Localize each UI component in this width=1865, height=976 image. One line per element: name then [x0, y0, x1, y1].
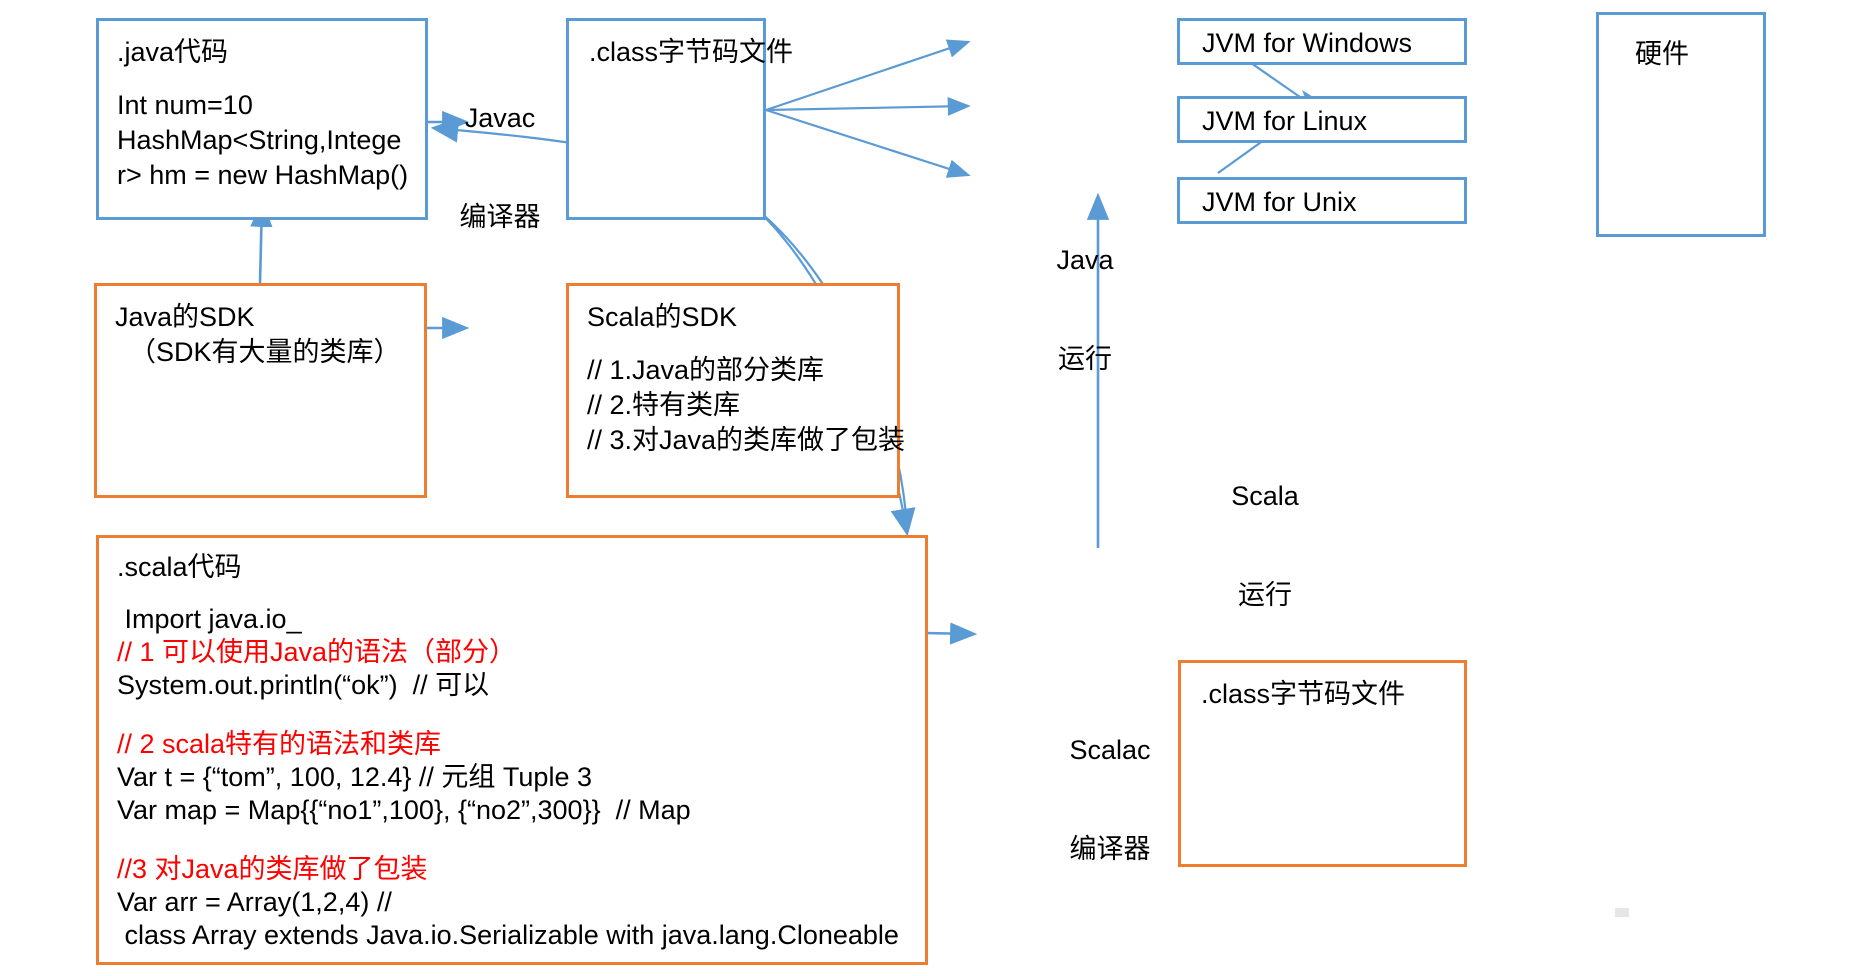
- node-java-sdk[interactable]: Java的SDK （SDK有大量的类库）: [94, 283, 427, 498]
- edge-label-scalac-line-1: 编译器: [1069, 834, 1151, 864]
- jvm-windows-label: JVM for Windows: [1202, 28, 1413, 58]
- edge-label-scala-runtime-line-0: Scala: [1231, 481, 1299, 511]
- edge-label-java-runtime-line-0: Java: [1056, 245, 1114, 275]
- jvm-unix-label: JVM for Unix: [1202, 187, 1357, 217]
- node-scala-sdk[interactable]: Scala的SDK // 1.Java的部分类库 // 2.特有类库 // 3.…: [566, 283, 906, 498]
- scala-code-line-0: Import java.io_: [117, 604, 302, 634]
- edge-label-javac-line-1: 编译器: [459, 202, 541, 232]
- scala-sdk-line-1: // 2.特有类库: [587, 390, 741, 420]
- node-scala-code[interactable]: .scala代码 Import java.io_ // 1 可以使用Java的语…: [96, 535, 928, 965]
- java-code-title: .java代码: [117, 37, 229, 67]
- class-file-top-title: .class字节码文件: [589, 37, 794, 67]
- edge-class-to-jvm-unix: [765, 108, 971, 178]
- node-class-file-bottom[interactable]: .class字节码文件: [1178, 660, 1467, 867]
- node-jvm-linux[interactable]: JVM for Linux: [1177, 96, 1467, 143]
- edge-label-javac-line-0: Javac: [464, 103, 536, 133]
- java-sdk-title: Java的SDK: [115, 302, 255, 332]
- node-java-code[interactable]: .java代码 Int num=10 HashMap<String,Intege…: [96, 18, 428, 220]
- scala-code-line-3: // 2 scala特有的语法和类库: [117, 729, 442, 759]
- edge-label-java-runtime: Java 运行: [1030, 178, 1140, 442]
- edge-class-to-jvm-windows: [765, 39, 971, 112]
- spacer: [117, 585, 907, 603]
- edge-label-scalac-line-0: Scalac: [1069, 735, 1151, 765]
- java-code-line-0: Int num=10: [117, 90, 253, 120]
- jvm-linux-label: JVM for Linux: [1202, 106, 1368, 136]
- node-class-file-top[interactable]: .class字节码文件: [566, 18, 794, 220]
- scala-code-title: .scala代码: [117, 552, 242, 582]
- edge-class-to-jvm-linux: [765, 96, 971, 116]
- scala-code-line-8: class Array extends Java.io.Serializable…: [117, 920, 899, 950]
- scala-code-line-7: Var arr = Array(1,2,4) //: [117, 887, 392, 917]
- scala-code-line-2: System.out.println(“ok”) // 可以: [117, 670, 490, 700]
- node-jvm-unix[interactable]: JVM for Unix: [1177, 177, 1467, 224]
- java-code-line-2: r> hm = new HashMap(): [117, 160, 409, 190]
- scala-code-line-1: // 1 可以使用Java的语法（部分）: [117, 637, 517, 667]
- stray-artifact: [1615, 908, 1629, 917]
- class-file-bottom-title: .class字节码文件: [1201, 679, 1406, 709]
- scala-sdk-line-2: // 3.对Java的类库做了包装: [587, 425, 906, 455]
- spacer: [117, 827, 907, 853]
- node-hardware[interactable]: 硬件: [1596, 12, 1766, 237]
- hardware-label: 硬件: [1635, 39, 1689, 69]
- spacer: [117, 70, 407, 88]
- scala-code-line-6: //3 对Java的类库做了包装: [117, 854, 428, 884]
- edge-label-scalac: Scalac 编译器: [1040, 668, 1180, 932]
- spacer: [117, 702, 907, 728]
- scala-sdk-line-0: // 1.Java的部分类库: [587, 355, 825, 385]
- edge-label-scala-runtime-line-1: 运行: [1238, 580, 1292, 610]
- scala-code-line-5: Var map = Map{{“no1”,100}, {“no2”,300}} …: [117, 795, 691, 825]
- scala-sdk-title: Scala的SDK: [587, 302, 738, 332]
- java-code-line-1: HashMap<String,Intege: [117, 125, 402, 155]
- scala-code-line-4: Var t = {“tom”, 100, 12.4} // 元组 Tuple 3: [117, 762, 592, 792]
- edge-label-scala-runtime: Scala 运行: [1205, 414, 1325, 678]
- spacer: [587, 335, 879, 353]
- edge-label-java-runtime-line-1: 运行: [1058, 344, 1112, 374]
- edge-label-javac: Javac 编译器: [440, 36, 560, 300]
- node-jvm-windows[interactable]: JVM for Windows: [1177, 18, 1467, 65]
- java-sdk-line-0: （SDK有大量的类库）: [129, 337, 401, 367]
